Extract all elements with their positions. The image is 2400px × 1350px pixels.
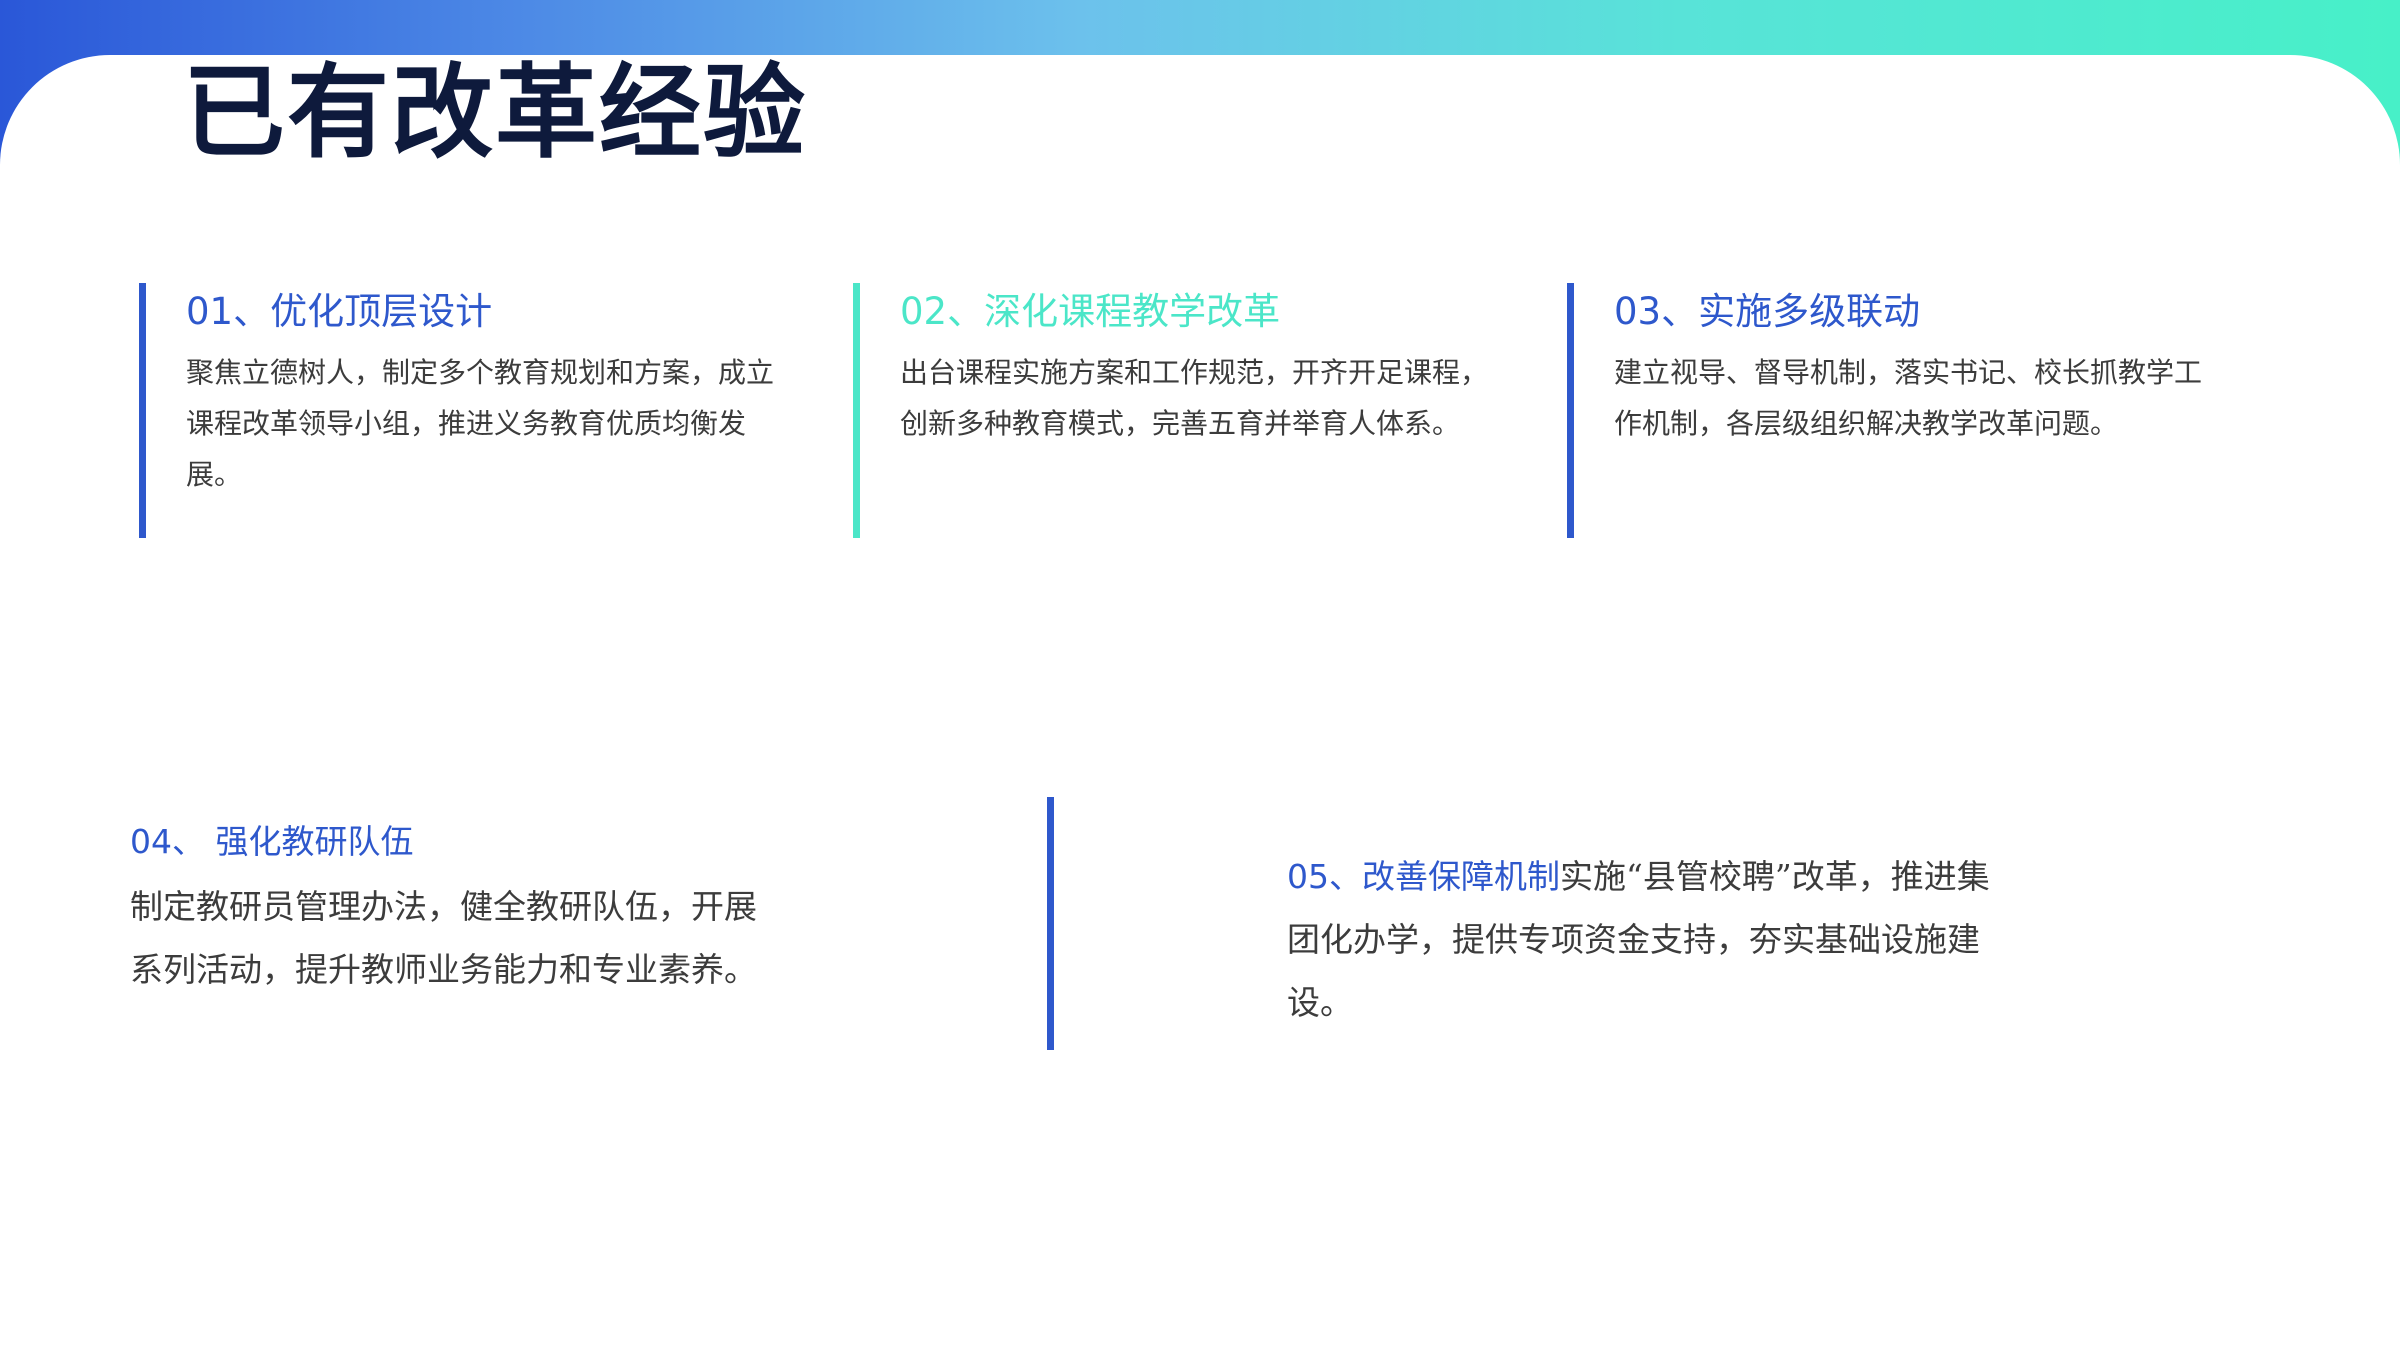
card-accent-bar — [139, 283, 146, 538]
card-body: 建立视导、督导机制，落实书记、校长抓教学工作机制，各层级组织解决教学改革问题。 — [1614, 356, 2203, 440]
card-heading: 03、实施多级联动 — [1614, 290, 1921, 333]
card-deepen-curriculum-reform: 02、深化课程教学改革 出台课程实施方案和工作规范，开齐开足课程，创新多种教育模… — [853, 283, 1503, 538]
card-multilevel-linkage: 03、实施多级联动 建立视导、督导机制，落实书记、校长抓教学工作机制，各层级组织… — [1567, 283, 2217, 538]
content-panel — [0, 55, 2400, 1350]
item-improve-guarantee-mechanism: 05、改善保障机制实施“县管校聘”改革，推进集团化办学，提供专项资金支持，夯实基… — [1287, 845, 2017, 1034]
card-body: 聚焦立德树人，制定多个教育规划和方案，成立课程改革领导小组，推进义务教育优质均衡… — [186, 356, 775, 491]
card-accent-bar — [853, 283, 860, 538]
card-body: 出台课程实施方案和工作规范，开齐开足课程，创新多种教育模式，完善五育并举育人体系… — [900, 356, 1489, 440]
item-heading: 04、 强化教研队伍 — [130, 822, 414, 861]
vertical-divider — [1047, 797, 1054, 1050]
card-accent-bar — [1567, 283, 1574, 538]
card-optimize-top-design: 01、优化顶层设计 聚焦立德树人，制定多个教育规划和方案，成立课程改革领导小组，… — [139, 283, 789, 538]
card-heading: 02、深化课程教学改革 — [900, 290, 1281, 333]
item-body: 制定教研员管理办法，健全教研队伍，开展系列活动，提升教师业务能力和专业素养。 — [130, 887, 757, 989]
item-body: 实施“县管校聘”改革，推进集团化办学，提供专项资金支持，夯实基础设施建设。 — [1287, 857, 1990, 1022]
page-title: 已有改革经验 — [183, 53, 807, 173]
item-strengthen-research-team: 04、 强化教研队伍 制定教研员管理办法，健全教研队伍，开展系列活动，提升教师业… — [130, 817, 770, 1001]
item-heading: 05、改善保障机制 — [1287, 857, 1560, 896]
card-heading: 01、优化顶层设计 — [186, 290, 493, 333]
